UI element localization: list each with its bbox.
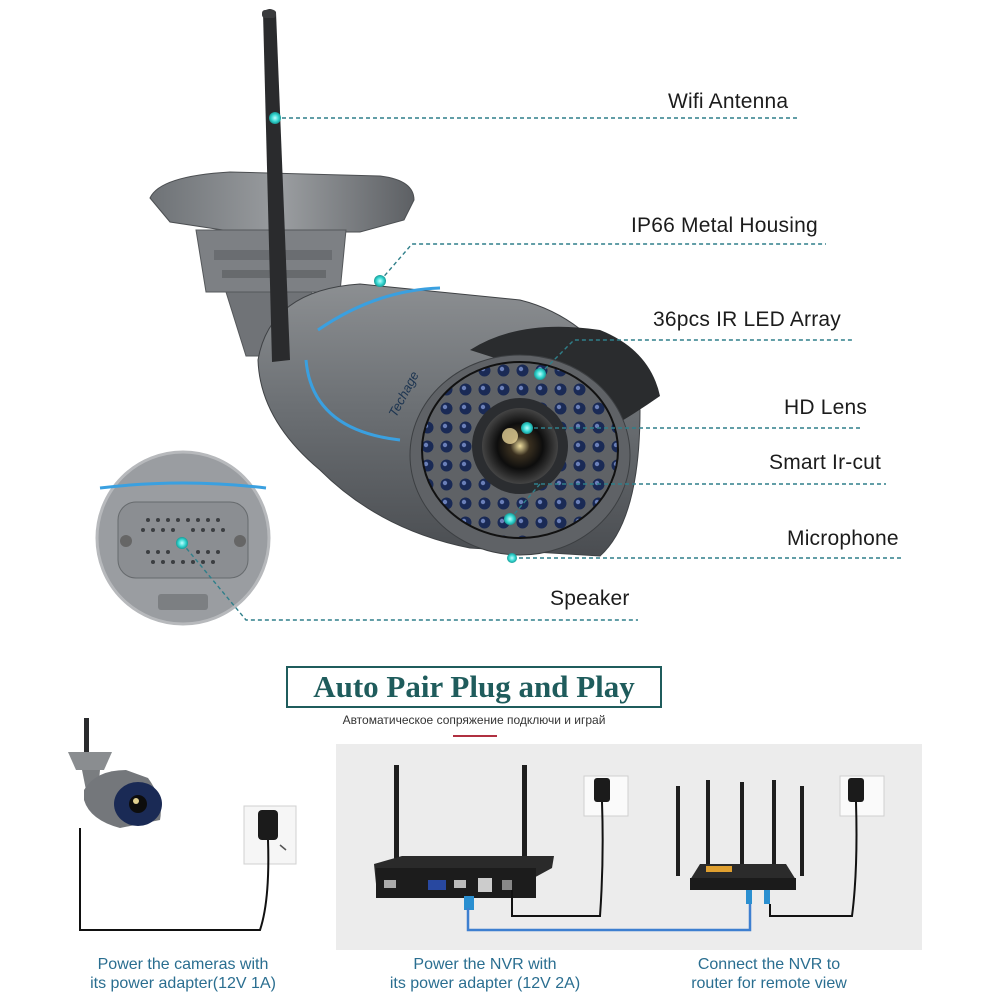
callout-ir-led-array: 36pcs IR LED Array — [653, 308, 842, 331]
callout-microphone: Microphone — [787, 527, 899, 550]
caption-camera-line-1: Power the cameras with — [97, 956, 269, 973]
caption-router-line-2: router for remote view — [691, 975, 847, 992]
callout-lines — [181, 117, 904, 621]
section-title: Auto Pair Plug and Play — [313, 669, 635, 704]
title-underline — [453, 735, 497, 737]
caption-nvr: Power the NVR with its power adapter (12… — [380, 955, 590, 993]
router-device — [676, 780, 804, 904]
caption-router-line-1: Connect the NVR to — [697, 956, 841, 973]
caption-nvr-line-2: its power adapter (12V 2A) — [389, 975, 581, 992]
caption-camera-line-2: its power adapter(12V 1A) — [90, 975, 276, 992]
nvr-device — [374, 765, 554, 910]
callout-smart-ir-cut: Smart Ir-cut — [769, 451, 882, 474]
camera-main: Techage — [149, 9, 660, 557]
caption-camera: Power the cameras with its power adapter… — [88, 955, 278, 993]
section-subtitle: Автоматическое сопряжение подключи и игр… — [342, 713, 606, 727]
caption-router: Connect the NVR to router for remote vie… — [664, 955, 874, 993]
callout-dots — [176, 112, 546, 563]
caption-nvr-line-1: Power the NVR with — [413, 956, 557, 973]
callout-wifi-antenna: Wifi Antenna — [668, 90, 789, 113]
camera-small — [68, 718, 162, 828]
callout-metal-housing: IP66 Metal Housing — [631, 214, 818, 237]
power-outlet-3 — [769, 775, 885, 917]
section-title-box: Auto Pair Plug and Play — [286, 666, 662, 708]
power-outlet-1 — [79, 805, 297, 931]
diagram-panel — [336, 744, 922, 950]
callout-speaker: Speaker — [550, 587, 630, 610]
network-cable — [466, 904, 752, 932]
power-outlet-2 — [511, 775, 629, 917]
callout-hd-lens: HD Lens — [784, 396, 868, 419]
